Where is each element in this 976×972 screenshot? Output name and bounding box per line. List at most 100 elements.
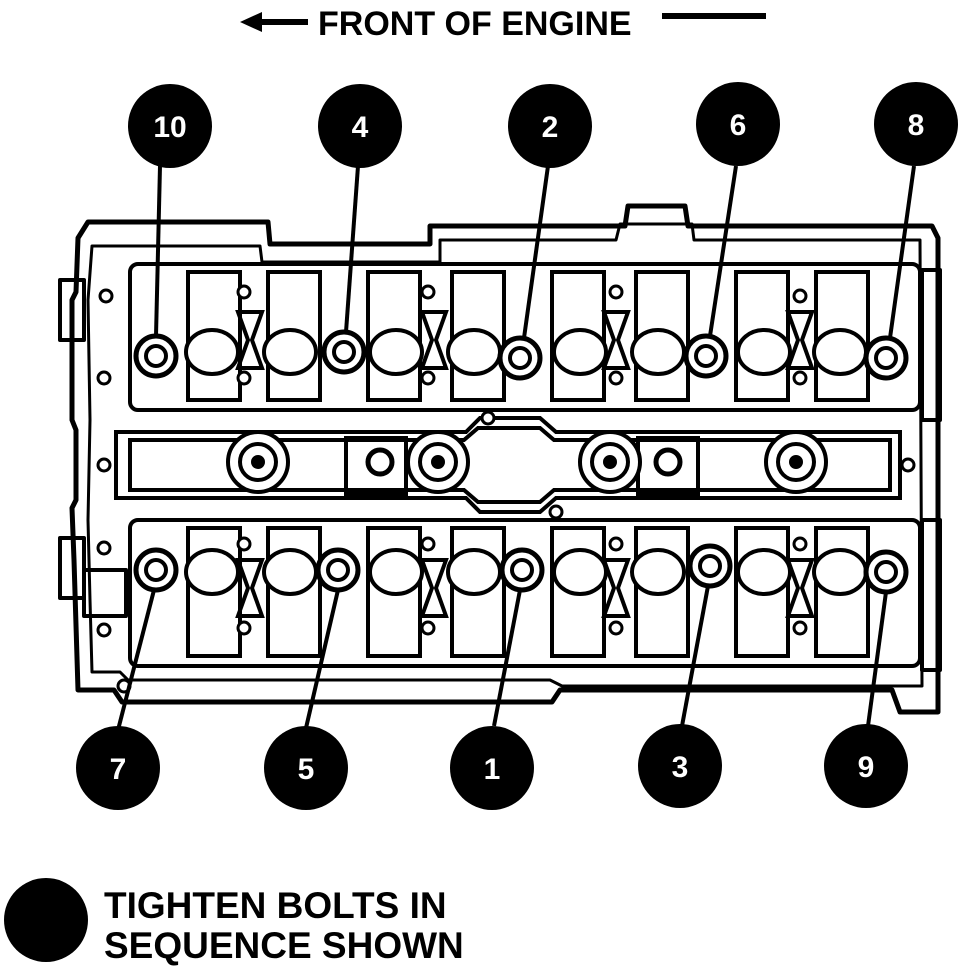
casting-hole [792, 370, 808, 386]
upper-follower [552, 328, 608, 376]
casting-hole [420, 536, 436, 552]
casting-hole [420, 284, 436, 300]
casting-hole [96, 457, 112, 473]
sequence-callout-1: 1 [450, 726, 534, 810]
sequence-number: 5 [298, 753, 315, 786]
spark-plug-bolt-1 [226, 430, 290, 494]
leader-line [154, 165, 162, 337]
lower-journal-5 [550, 526, 606, 658]
sequence-callout-3: 3 [638, 724, 722, 808]
left-mount-block [82, 568, 128, 618]
sequence-number: 2 [542, 111, 559, 144]
sequence-number: 6 [730, 109, 747, 142]
sequence-callout-9: 9 [824, 724, 908, 808]
center-rail-bolts [226, 430, 828, 494]
casting-hole [900, 457, 916, 473]
center-rail-boss-left [344, 436, 408, 496]
sequence-callout-7: 7 [76, 726, 160, 810]
sequence-callout-10: 10 [128, 84, 212, 168]
sequence-number: 7 [110, 753, 127, 786]
center-rail-frame [114, 416, 902, 514]
head-bolts [133, 329, 909, 595]
casting-hole [236, 536, 252, 552]
lower-journal-4 [450, 526, 506, 658]
upper-follower [184, 328, 240, 376]
casting-hole [96, 370, 112, 386]
upper-bank-frame [128, 262, 922, 412]
lower-lobe-4 [785, 558, 815, 618]
head-bolt-5 [315, 547, 361, 593]
leader-line [344, 165, 360, 333]
casting-hole [792, 620, 808, 636]
upper-follower [262, 328, 318, 376]
casting-hole [608, 620, 624, 636]
sequence-number: 1 [484, 753, 501, 786]
center-rail [114, 416, 902, 514]
lower-sequence-callouts: 7 5 1 3 9 [76, 724, 908, 810]
casting-hole [236, 284, 252, 300]
casting-hole [608, 370, 624, 386]
cylinder-head-outline [58, 203, 942, 715]
lower-follower [630, 548, 686, 596]
upper-follower [368, 328, 424, 376]
sequence-number: 10 [153, 111, 186, 144]
casting-hole [96, 622, 112, 638]
head-bolt-2 [497, 335, 543, 381]
sequence-number: 3 [672, 751, 689, 784]
head-bolt-8 [863, 335, 909, 381]
legend-line-2: SEQUENCE SHOWN [104, 925, 464, 966]
lower-follower [736, 548, 792, 596]
lower-journal-1 [186, 526, 242, 658]
lower-camshaft-bank [128, 518, 922, 668]
casting-hole [420, 620, 436, 636]
casting-hole [548, 504, 564, 520]
head-inner-rim [86, 222, 924, 688]
casting-holes [96, 284, 916, 694]
casting-hole [96, 540, 112, 556]
lower-journal-8 [814, 526, 870, 658]
upper-lobe-1 [235, 310, 265, 370]
lower-follower [552, 548, 608, 596]
sequence-callout-5: 5 [264, 726, 348, 810]
center-rail-inner [128, 426, 892, 504]
rail-dowel-right [653, 447, 683, 477]
lower-follower [262, 548, 318, 596]
sequence-number: 8 [908, 109, 925, 142]
leader-lines [116, 165, 916, 731]
legend: TIGHTEN BOLTS IN SEQUENCE SHOWN [4, 878, 464, 966]
upper-lobe-3 [601, 310, 631, 370]
head-bolt-10 [133, 333, 179, 379]
spark-plug-bolt-2 [406, 430, 470, 494]
upper-lobe-4 [785, 310, 815, 370]
upper-follower [812, 328, 868, 376]
casting-hole [420, 370, 436, 386]
leader-line [304, 589, 340, 729]
upper-follower [630, 328, 686, 376]
head-bolt-1 [499, 547, 545, 593]
leader-line [680, 585, 710, 727]
left-tab-upper [58, 278, 86, 342]
casting-hole [98, 288, 114, 304]
upper-journal-3 [366, 270, 422, 402]
sequence-callout-6: 6 [696, 82, 780, 166]
upper-lobe-2 [419, 310, 449, 370]
spark-plug-bolt-4 [764, 430, 828, 494]
casting-hole [792, 536, 808, 552]
leader-line [116, 589, 156, 731]
casting-hole [608, 536, 624, 552]
lower-lobe-2 [419, 558, 449, 618]
casting-hole [608, 284, 624, 300]
lower-follower [446, 548, 502, 596]
legend-line-1: TIGHTEN BOLTS IN [104, 885, 447, 926]
lower-journal-7 [734, 526, 790, 658]
lower-follower [812, 548, 868, 596]
upper-cam-followers [184, 328, 868, 376]
lower-journal-3 [366, 526, 422, 658]
leader-line [492, 589, 522, 727]
lower-journal-2 [266, 526, 322, 658]
lower-lobe-1 [235, 558, 265, 618]
upper-journal-5 [550, 270, 606, 402]
head-bolt-9 [863, 549, 909, 595]
head-bolt-7 [133, 547, 179, 593]
